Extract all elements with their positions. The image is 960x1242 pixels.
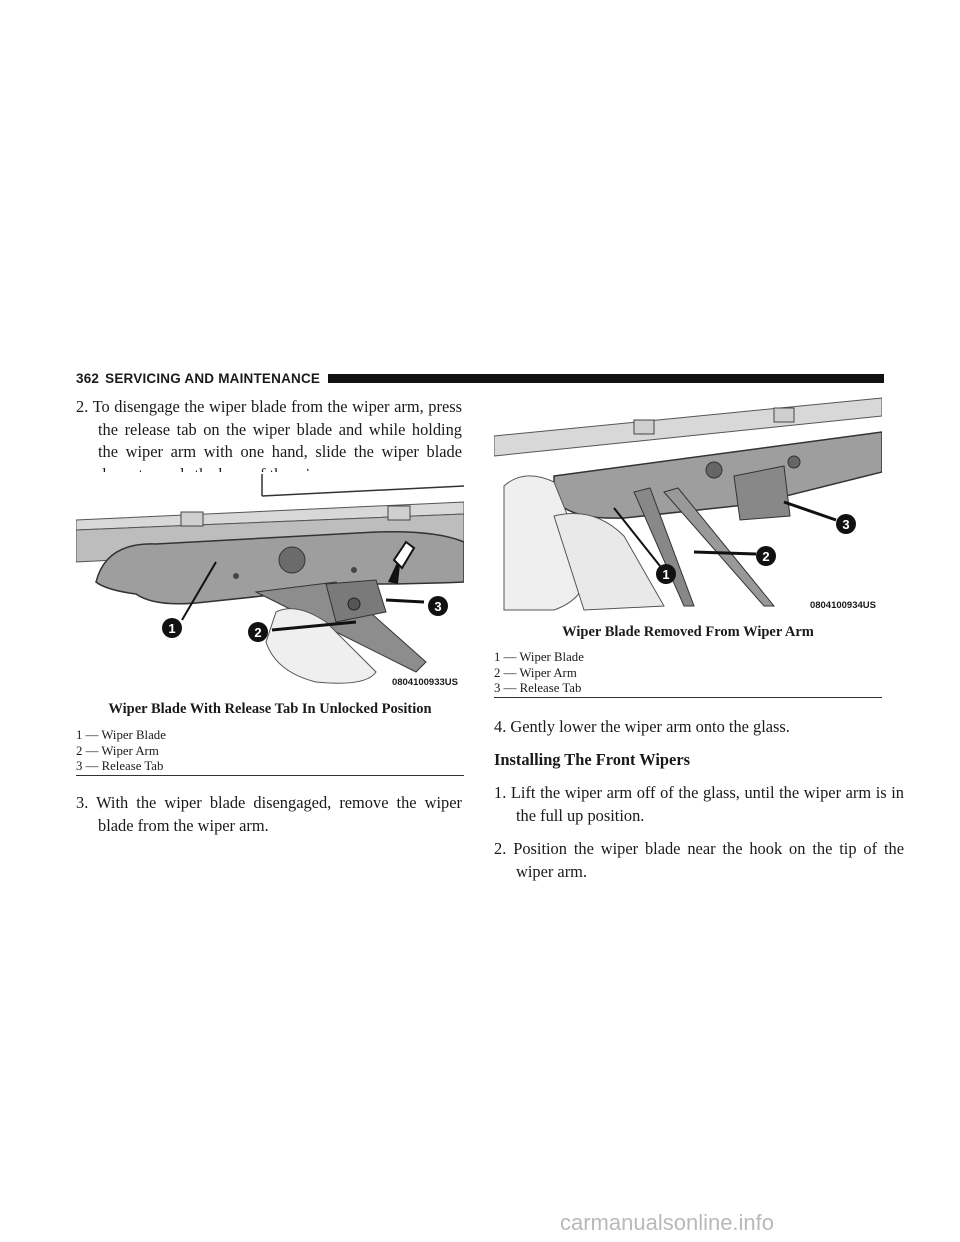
callout-3: 3 bbox=[842, 517, 849, 532]
legend-item: 1 — Wiper Blade bbox=[76, 728, 166, 742]
callout-1: 1 bbox=[662, 567, 669, 582]
wiper-illustration-1: 1 2 3 bbox=[76, 472, 464, 692]
figure-2-rule bbox=[494, 697, 882, 698]
step-number: 1. bbox=[494, 783, 507, 802]
install-step-1: 1. Lift the wiper arm off of the glass, … bbox=[494, 782, 904, 827]
page-header: 362 SERVICING AND MAINTENANCE bbox=[76, 368, 884, 388]
step-text: With the wiper blade disengaged, remove … bbox=[96, 793, 462, 835]
section-title: SERVICING AND MAINTENANCE bbox=[105, 370, 321, 386]
watermark: carmanualsonline.info bbox=[560, 1210, 775, 1235]
figure-1-legend: 1 — Wiper Blade 2 — Wiper Arm 3 — Releas… bbox=[76, 728, 464, 775]
step-text: To disengage the wiper blade from the wi… bbox=[92, 397, 462, 484]
legend-item: 1 — Wiper Blade bbox=[494, 650, 584, 664]
figure-code: 0804100933US bbox=[391, 677, 458, 688]
step-text: Gently lower the wiper arm onto the glas… bbox=[510, 717, 790, 736]
callout-2: 2 bbox=[762, 549, 769, 564]
step-2-disengage: 2. To disengage the wiper blade from the… bbox=[76, 396, 462, 486]
legend-item: 2 — Wiper Arm bbox=[76, 743, 159, 758]
figure-wiper-removed: 1 2 3 0804100934US bbox=[494, 396, 882, 618]
step-number: 2. bbox=[494, 839, 507, 858]
callout-1: 1 bbox=[168, 621, 175, 636]
figure-code: 0804100934US bbox=[809, 600, 876, 611]
install-step-2: 2. Position the wiper blade near the hoo… bbox=[494, 838, 904, 883]
legend-item: 3 — Release Tab bbox=[76, 759, 164, 773]
step-text: Position the wiper blade near the hook o… bbox=[513, 839, 904, 881]
figure-2-legend: 1 — Wiper Blade 2 — Wiper Arm 3 — Releas… bbox=[494, 650, 882, 697]
figure-1-rule bbox=[76, 775, 464, 776]
step-text: Lift the wiper arm off of the glass, unt… bbox=[510, 783, 904, 825]
callout-2: 2 bbox=[254, 625, 261, 640]
page-number: 362 bbox=[76, 370, 100, 386]
step-number: 2. bbox=[76, 397, 89, 416]
legend-item: 2 — Wiper Arm bbox=[494, 665, 577, 680]
figure-1-caption: Wiper Blade With Release Tab In Unlocked… bbox=[108, 701, 432, 717]
step-4-lower: 4. Gently lower the wiper arm onto the g… bbox=[494, 716, 904, 739]
step-number: 4. bbox=[494, 717, 507, 736]
section-subheading: Installing The Front Wipers bbox=[494, 750, 690, 769]
wiper-illustration-2: 1 2 3 bbox=[494, 396, 882, 618]
figure-wiper-release-tab: 1 2 3 0804100933US bbox=[76, 472, 464, 692]
legend-item: 3 — Release Tab bbox=[494, 681, 582, 695]
step-3-remove: 3. With the wiper blade disengaged, remo… bbox=[76, 792, 462, 837]
step-number: 3. bbox=[76, 793, 89, 812]
header-rule bbox=[328, 373, 884, 383]
figure-2-caption: Wiper Blade Removed From Wiper Arm bbox=[562, 624, 814, 640]
callout-3: 3 bbox=[434, 599, 441, 614]
